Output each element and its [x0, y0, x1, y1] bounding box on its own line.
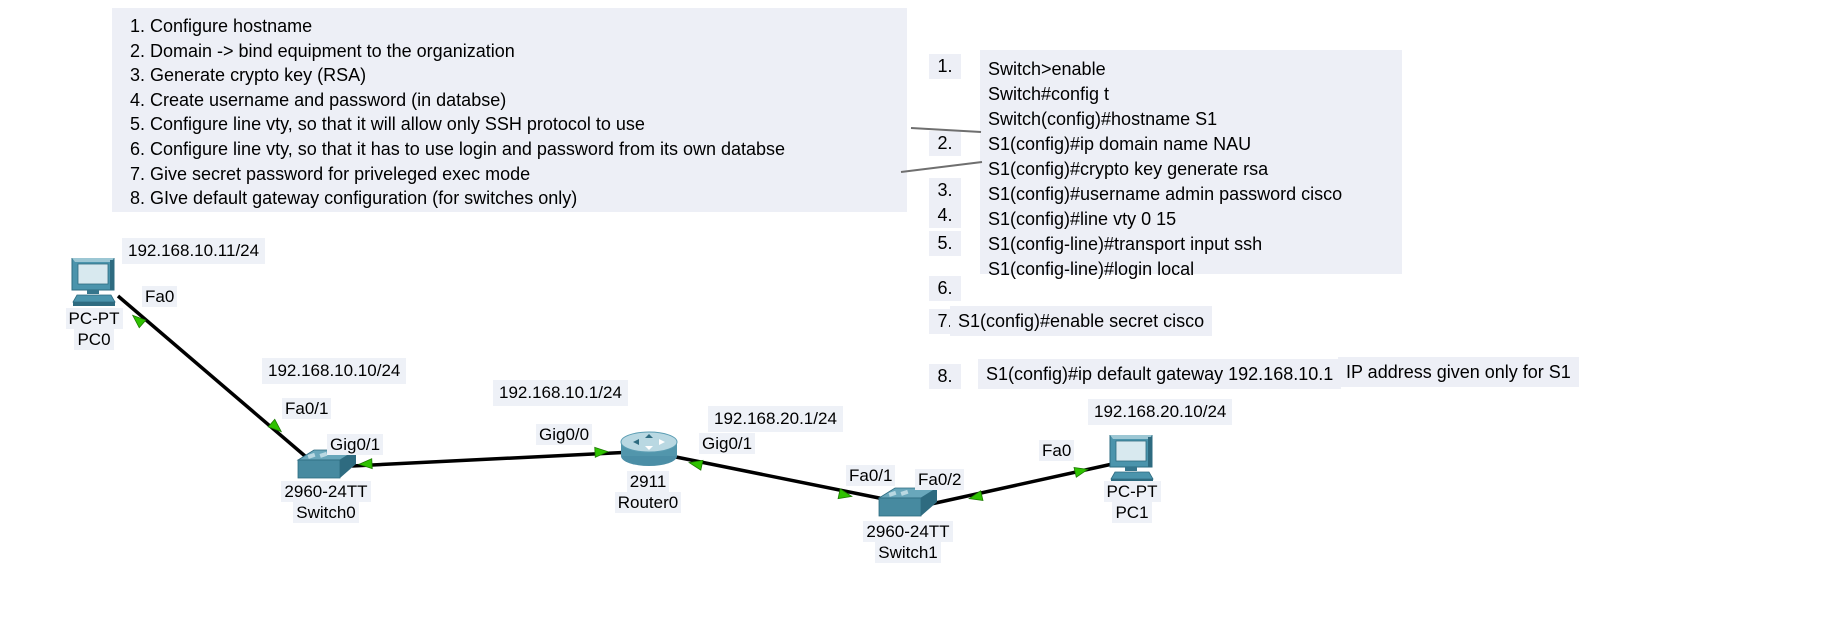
- note-line: 2. Domain -> bind equipment to the organ…: [130, 40, 515, 61]
- step-number-8: 8.: [929, 364, 961, 389]
- leader-line-crypto: [900, 161, 983, 173]
- cli-line: S1(config)#crypto key generate rsa: [988, 159, 1269, 179]
- port-label-sw1-fa0-2: Fa0/2: [915, 469, 965, 490]
- device-model: PC-PT: [65, 308, 123, 329]
- link-switch0-router0[interactable]: [351, 450, 634, 468]
- step-number-1: 1.: [929, 54, 961, 79]
- pc-icon: [71, 258, 116, 306]
- note-line: 6. Configure line vty, so that it has to…: [130, 138, 786, 159]
- device-name: PC1: [1112, 502, 1152, 523]
- ip-label-router0-gig1: 192.168.20.1/24: [708, 406, 843, 432]
- device-model: 2960-24TT: [281, 481, 371, 502]
- ip-label-pc0: 192.168.10.11/24: [122, 238, 266, 264]
- cli-line: S1(config)#username admin password cisco: [988, 184, 1343, 204]
- step-number-4: 4.: [929, 203, 961, 228]
- cli-line: S1(config)#line vty 0 15: [988, 209, 1177, 229]
- port-label-sw0-fa0-1: Fa0/1: [282, 398, 332, 419]
- cli-line: Switch(config)#hostname S1: [988, 109, 1218, 129]
- gateway-note: IP address given only for S1: [1338, 357, 1579, 387]
- note-line: 3. Generate crypto key (RSA): [130, 65, 367, 86]
- port-label-pc1-fa0: Fa0: [1039, 440, 1075, 461]
- device-name: Router0: [614, 492, 682, 513]
- device-router0[interactable]: [619, 430, 679, 468]
- ip-label-switch0: 192.168.10.10/24: [262, 358, 407, 384]
- device-pc0[interactable]: [70, 258, 118, 310]
- cli-commands-note: Switch>enable Switch#config t Switch(con…: [980, 50, 1402, 279]
- note-line: 5. Configure line vty, so that it will a…: [130, 114, 645, 135]
- device-name: Switch1: [875, 542, 941, 563]
- port-label-sw0-gig0-1: Gig0/1: [327, 434, 384, 455]
- cli-line: S1(config-line)#login local: [988, 259, 1195, 279]
- router-icon: [620, 431, 678, 466]
- cli-line: Switch#config t: [988, 84, 1110, 104]
- device-switch1[interactable]: [877, 486, 939, 520]
- port-label-sw1-fa0-1: Fa0/1: [846, 465, 896, 486]
- device-label-switch0: 2960-24TT Switch0: [216, 481, 436, 523]
- step-number-6: 6.: [929, 276, 961, 301]
- ip-label-router0-gig0: 192.168.10.1/24: [493, 380, 628, 406]
- cli-line: Switch>enable: [988, 59, 1106, 79]
- note-line: 1. Configure hostname: [130, 16, 313, 36]
- note-line: 8. GIve default gateway configuration (f…: [130, 188, 578, 209]
- cli-line: S1(config)#ip domain name NAU: [988, 134, 1252, 154]
- device-label-switch1: 2960-24TT Switch1: [798, 521, 1018, 563]
- device-label-pc1: PC-PT PC1: [1022, 481, 1242, 523]
- config-steps-note: 1. Configure hostname 2. Domain -> bind …: [112, 8, 907, 212]
- port-label-r0-gig0-1: Gig0/1: [699, 433, 756, 454]
- default-gateway-command: S1(config)#ip default gateway 192.168.10…: [978, 359, 1342, 389]
- link-pc0-switch0[interactable]: [116, 294, 314, 464]
- cli-line: S1(config-line)#transport input ssh: [988, 234, 1263, 254]
- device-label-router0: 2911 Router0: [538, 471, 758, 513]
- port-label-r0-gig0-0: Gig0/0: [536, 424, 593, 445]
- enable-secret-command: S1(config)#enable secret cisco: [950, 306, 1213, 336]
- device-name: Switch0: [293, 502, 359, 523]
- device-name: PC0: [74, 329, 114, 350]
- step-number-5: 5.: [929, 231, 961, 256]
- pc-icon: [1109, 435, 1154, 483]
- device-label-pc0: PC-PT PC0: [0, 308, 204, 350]
- port-label-pc0-fa0: Fa0: [142, 286, 178, 307]
- ip-label-pc1: 192.168.20.10/24: [1088, 399, 1233, 425]
- note-line: 4. Create username and password (in data…: [130, 89, 507, 110]
- device-model: 2911: [626, 471, 670, 492]
- step-number-2: 2.: [929, 131, 961, 156]
- device-model: PC-PT: [1103, 481, 1161, 502]
- note-line: 7. Give secret password for priveleged e…: [130, 163, 531, 184]
- switch-icon: [877, 487, 939, 517]
- device-model: 2960-24TT: [863, 521, 953, 542]
- device-pc1[interactable]: [1108, 435, 1156, 487]
- step-number-3: 3.: [929, 178, 961, 203]
